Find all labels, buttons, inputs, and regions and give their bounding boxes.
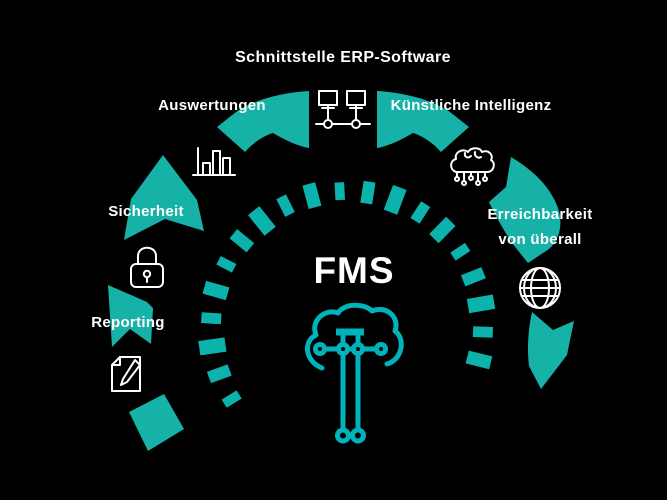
lock-icon (130, 246, 164, 288)
gauge-dash-arc (198, 180, 496, 408)
flow-arrow-right-lower (528, 312, 574, 389)
gauge-dash (276, 194, 295, 217)
label-erreichbarkeit-line1: Erreichbarkeit (487, 206, 593, 223)
gauge-dash (302, 182, 322, 209)
globe-icon (519, 267, 561, 309)
cloud-circuit-icon (305, 302, 404, 444)
gauge-dash (229, 229, 255, 253)
gauge-dash (460, 267, 486, 287)
gauge-dash (360, 180, 376, 205)
label-erreichbarkeit-line2: von überall (498, 231, 582, 248)
bar-chart-icon (192, 147, 236, 176)
gauge-dash (450, 242, 471, 261)
flow-arrow-top-right (377, 91, 469, 152)
gauge-dash (202, 280, 230, 301)
label-sicherheit: Sicherheit (108, 203, 184, 220)
flow-arrow-left-bottom-diamond (129, 394, 184, 451)
gauge-dash (429, 216, 456, 244)
gauge-dash (383, 184, 407, 215)
flow-arrow-right-middle (489, 157, 561, 263)
gauge-dash (472, 326, 493, 338)
gauge-dash (221, 390, 242, 408)
flow-arrow-top-left (217, 91, 309, 152)
flow-arrow-left-lower (108, 285, 153, 347)
gauge-dash (216, 255, 237, 273)
network-computers-icon (315, 90, 371, 129)
label-kuenstliche-intelligenz: Künstliche Intelligenz (390, 97, 552, 114)
center-title-fms: FMS (313, 250, 395, 291)
gauge-dash (410, 201, 431, 224)
ai-brain-icon (450, 147, 495, 186)
flow-arrows (108, 91, 574, 451)
label-schnittstelle-erp-software: Schnittstelle ERP-Software (235, 49, 451, 66)
gauge-dash (334, 182, 346, 201)
gauge-dash (248, 206, 276, 236)
label-auswertungen: Auswertungen (158, 97, 266, 114)
gauge-dash (465, 350, 493, 370)
label-reporting: Reporting (91, 314, 165, 331)
document-edit-icon (111, 356, 141, 392)
gauge-dash (201, 312, 222, 325)
flow-arrow-left-middle (124, 155, 204, 240)
gauge-dash (198, 337, 227, 356)
gauge-dash (206, 364, 232, 384)
gauge-dash (466, 294, 496, 314)
